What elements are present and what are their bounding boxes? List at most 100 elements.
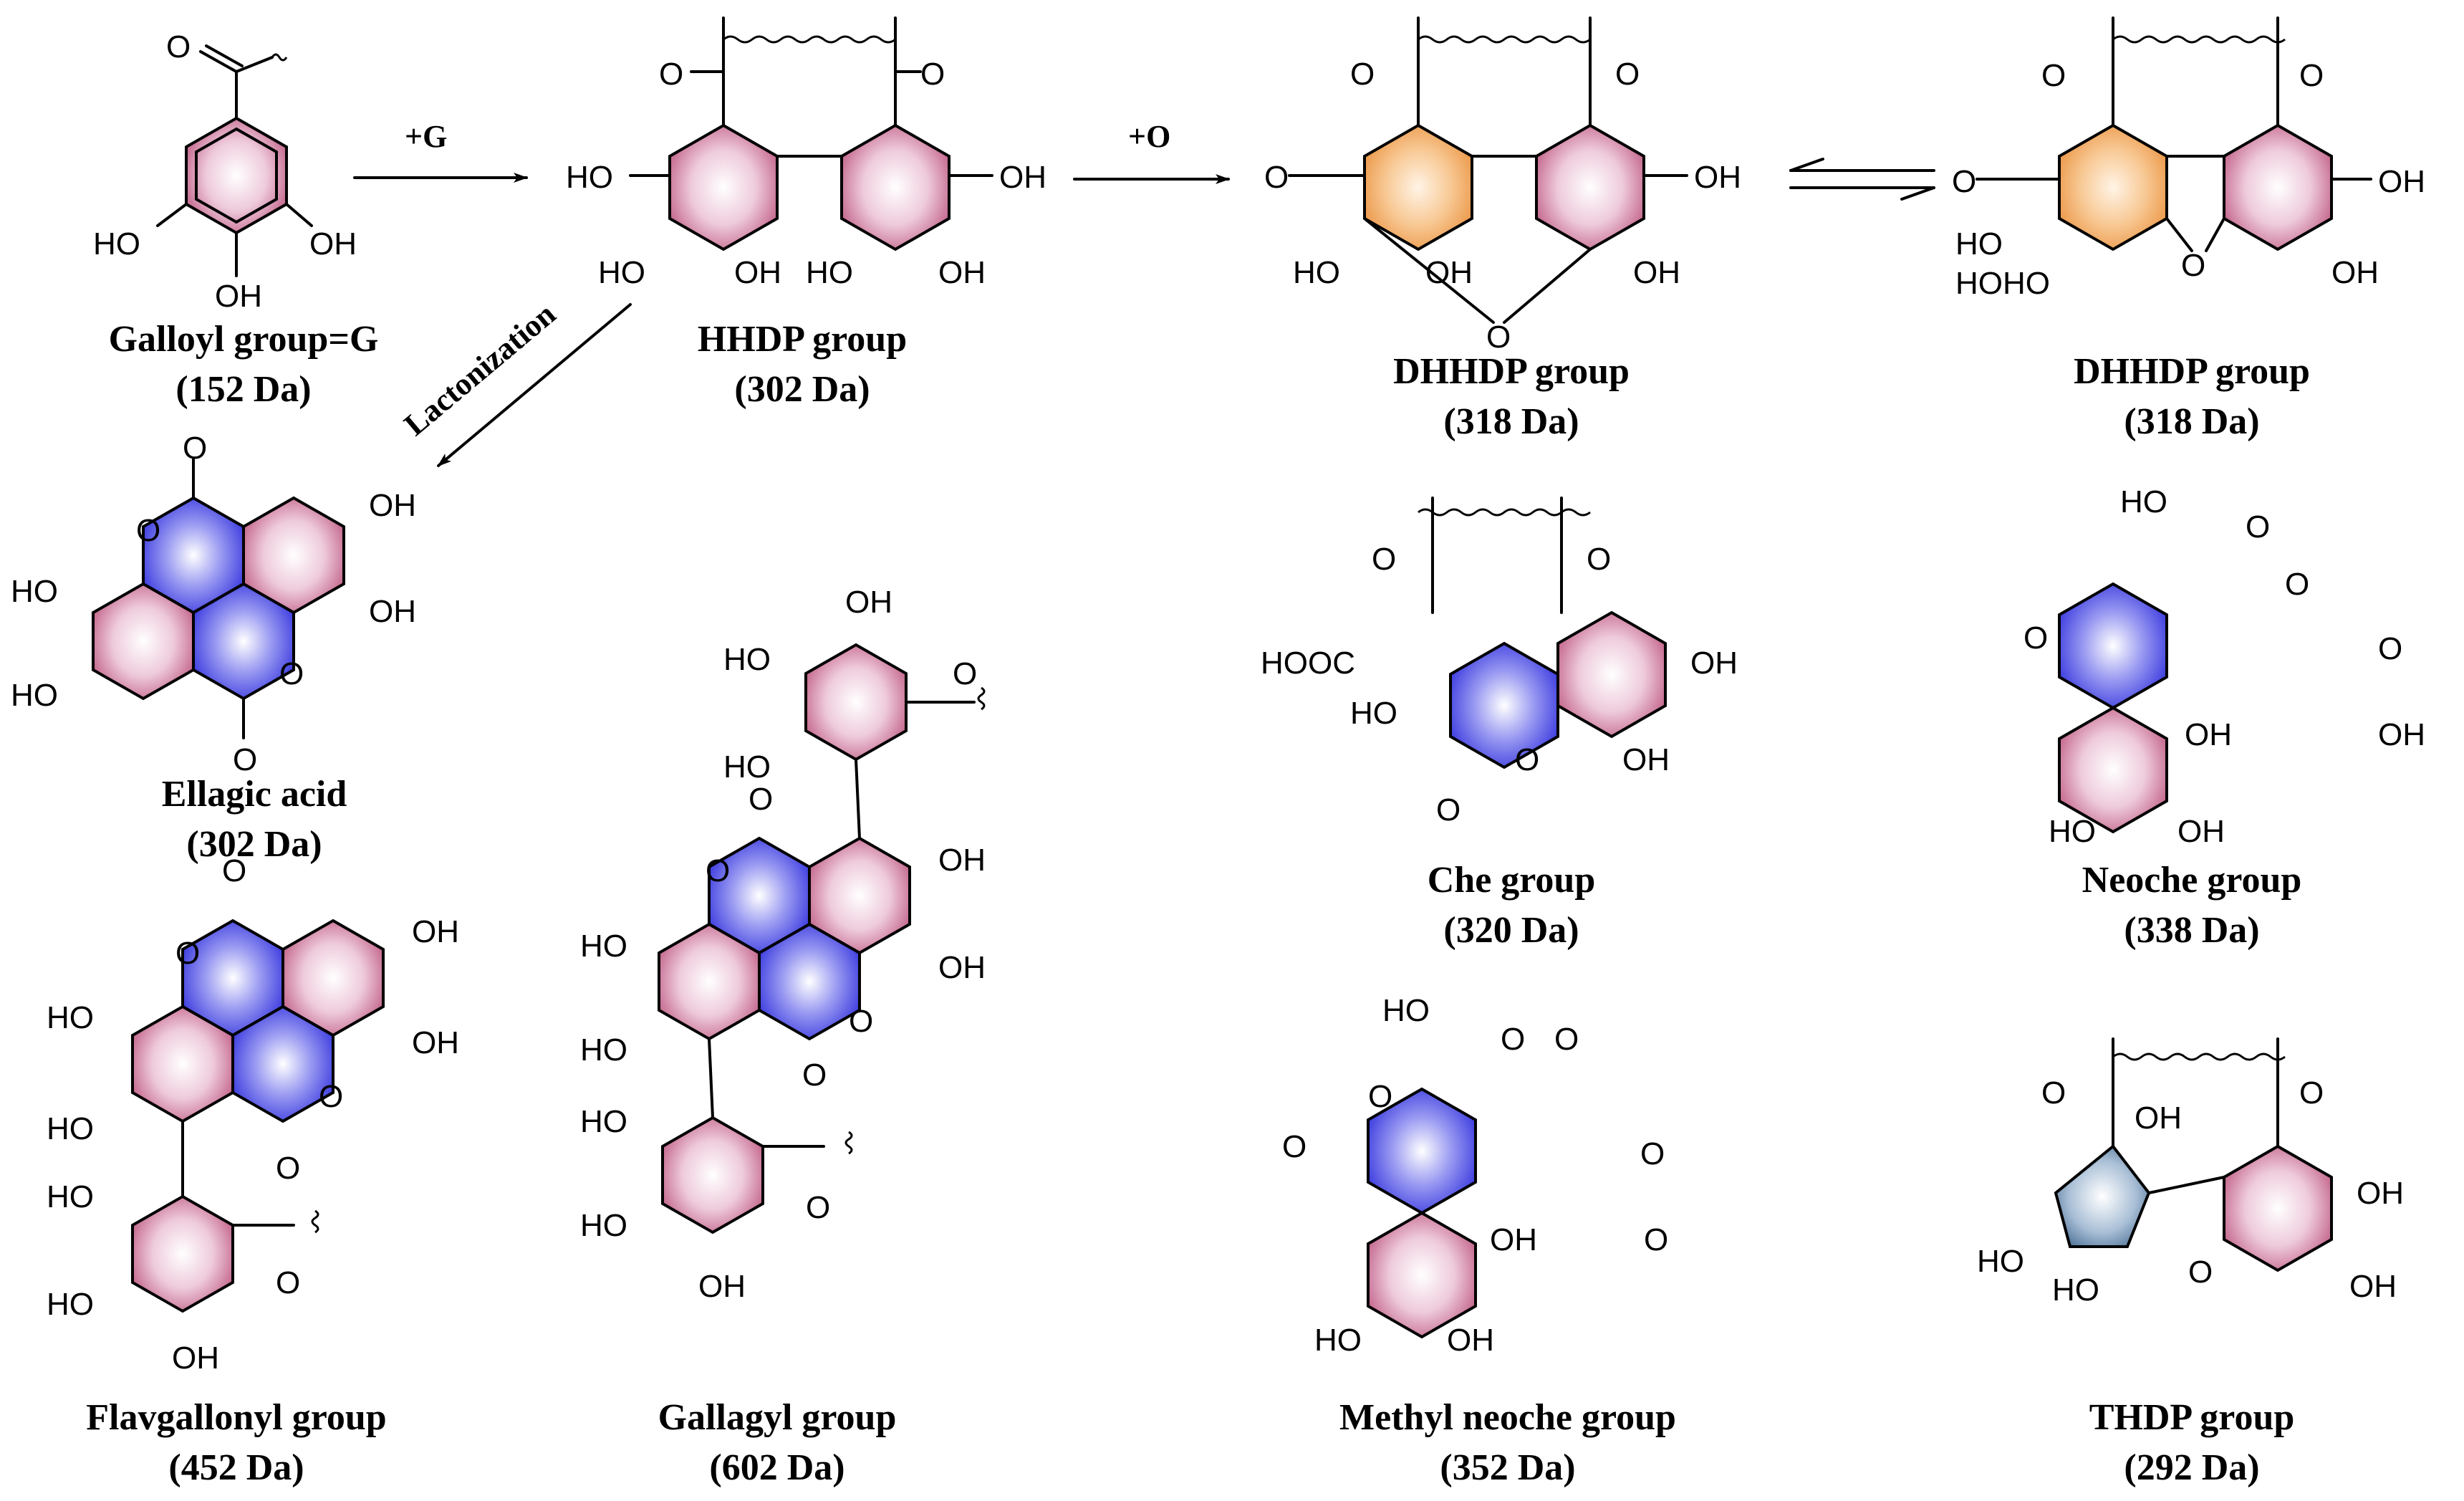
svg-text:HO: HO — [2120, 484, 2167, 519]
svg-text:O: O — [920, 57, 945, 92]
svg-text:O: O — [1486, 320, 1511, 355]
svg-text:OH: OH — [698, 1269, 746, 1304]
svg-text:OH: OH — [215, 279, 262, 314]
svg-text:HO: HO — [1293, 255, 1340, 290]
aromatic-ring — [2223, 1144, 2333, 1272]
svg-text:OH: OH — [2378, 717, 2425, 752]
svg-text:O: O — [1282, 1129, 1306, 1164]
svg-text:O: O — [1501, 1022, 1525, 1057]
svg-text:HOOC: HOOC — [1261, 646, 1355, 681]
structure-name-dhhdp-2: DHHDP group — [2074, 351, 2310, 392]
aromatic-ring — [840, 123, 951, 251]
cyclopentane-ring — [2054, 1144, 2151, 1248]
svg-text:O: O — [1644, 1222, 1668, 1257]
svg-text:OH: OH — [2378, 164, 2425, 199]
svg-text:O: O — [659, 57, 683, 92]
svg-text:HO: HO — [580, 1208, 627, 1243]
structure-name-methyl-neoche: Methyl neoche group — [1339, 1397, 1676, 1438]
svg-text:HO: HO — [723, 642, 771, 677]
svg-text:OH: OH — [2177, 814, 2225, 849]
svg-text:OH: OH — [2349, 1269, 2397, 1304]
svg-text:OH: OH — [369, 594, 416, 629]
svg-text:OH: OH — [2135, 1100, 2182, 1136]
hhdp-structure: O O HO OH HO OH HO OH HHDP group (302 Da… — [566, 16, 1046, 410]
svg-text:OH: OH — [734, 255, 781, 290]
svg-text:HO: HO — [47, 1179, 94, 1214]
svg-text:OH: OH — [172, 1341, 219, 1376]
aromatic-ring — [2223, 123, 2333, 251]
svg-text:HO: HO — [2049, 814, 2096, 849]
lactonization-label: Lactonization — [398, 297, 562, 443]
svg-text:OH: OH — [999, 160, 1046, 195]
svg-text:OH: OH — [938, 255, 986, 290]
svg-text:HO: HO — [806, 255, 853, 290]
svg-text:OH: OH — [2331, 255, 2379, 290]
svg-text:O: O — [1368, 1079, 1392, 1114]
structure-mass-methyl-neoche: (352 Da) — [1440, 1447, 1575, 1488]
structure-name-ellagic: Ellagic acid — [162, 774, 347, 815]
svg-text:O: O — [2299, 1075, 2324, 1111]
aromatic-ring — [661, 1116, 764, 1234]
svg-text:HO: HO — [11, 574, 58, 609]
svg-text:OH: OH — [1622, 742, 1670, 777]
svg-text:OH: OH — [1633, 255, 1680, 290]
svg-text:O: O — [1587, 542, 1611, 577]
svg-text:O: O — [2041, 1075, 2066, 1111]
aromatic-ring — [668, 123, 779, 251]
svg-text:OH: OH — [309, 226, 357, 262]
svg-text:O: O — [2246, 509, 2270, 545]
aromatic-ring — [1556, 610, 1667, 739]
aromatic-ring — [1535, 123, 1645, 251]
svg-text:OH: OH — [1690, 646, 1738, 681]
add-o-label: +O — [1128, 119, 1170, 154]
structure-name-che: Che group — [1428, 860, 1596, 901]
svg-text:O: O — [1615, 57, 1640, 92]
structure-name-thdp: THDP group — [2089, 1397, 2295, 1438]
structure-name-hhdp: HHDP group — [698, 319, 907, 360]
svg-text:O: O — [276, 1265, 300, 1300]
che-structure: O O HOOC HO O O OH OH Che group (320 Da) — [1261, 497, 1738, 951]
svg-text:O: O — [175, 936, 200, 971]
thdp-structure: O O OH OH OH O HO HO THDP group (292 Da) — [1977, 1037, 2404, 1488]
add-g-label: +G — [405, 119, 447, 154]
svg-text:O: O — [2188, 1255, 2213, 1290]
aromatic-ring — [131, 1194, 234, 1313]
structure-mass-ellagic: (302 Da) — [186, 824, 322, 865]
svg-text:OH: OH — [2185, 717, 2232, 752]
svg-text:O: O — [1640, 1136, 1665, 1171]
svg-text:HO: HO — [1955, 226, 2003, 262]
svg-text:OH: OH — [845, 585, 892, 620]
structure-mass-galloyl: (152 Da) — [175, 369, 311, 410]
aromatic-ring — [804, 643, 908, 762]
svg-text:OH: OH — [938, 950, 986, 985]
svg-text:O: O — [2023, 620, 2048, 656]
svg-text:O: O — [1264, 160, 1289, 195]
svg-text:O: O — [279, 656, 304, 691]
aromatic-ring — [2058, 706, 2168, 834]
svg-text:OH: OH — [369, 488, 416, 523]
dhhdp-structure-1: O O O OH O HO OH OH DHHDP group (318 Da) — [1264, 16, 1741, 442]
lactone-ring — [1449, 641, 1559, 769]
svg-text:HO: HO — [580, 929, 627, 964]
svg-text:O: O — [2041, 58, 2066, 93]
svg-text:O: O — [849, 1004, 873, 1039]
svg-text:O: O — [2378, 631, 2402, 666]
svg-text:HO: HO — [93, 226, 140, 262]
aromatic-ring — [1367, 1211, 1477, 1339]
svg-text:O: O — [1350, 57, 1375, 92]
oxidized-ring — [2058, 123, 2168, 251]
aromatic-ring — [185, 116, 288, 235]
svg-text:O: O — [1372, 542, 1396, 577]
dhhdp-structure-2: O O O OH O HO HOHO OH DHHDP group (318 D… — [1952, 16, 2425, 442]
structure-mass-flavgallonyl: (452 Da) — [168, 1447, 304, 1488]
structure-name-galloyl: Galloyl group=G — [109, 319, 379, 360]
svg-text:O: O — [2181, 248, 2205, 283]
svg-text:O: O — [233, 742, 257, 777]
structure-name-gallagyl: Gallagyl group — [658, 1397, 897, 1438]
svg-text:OH: OH — [1694, 160, 1741, 195]
svg-text:HO: HO — [11, 678, 58, 713]
svg-text:HO: HO — [1382, 993, 1430, 1028]
structure-mass-dhhdp-1: (318 Da) — [1443, 401, 1579, 442]
svg-text:O: O — [166, 29, 191, 64]
svg-text:O: O — [806, 1190, 830, 1225]
